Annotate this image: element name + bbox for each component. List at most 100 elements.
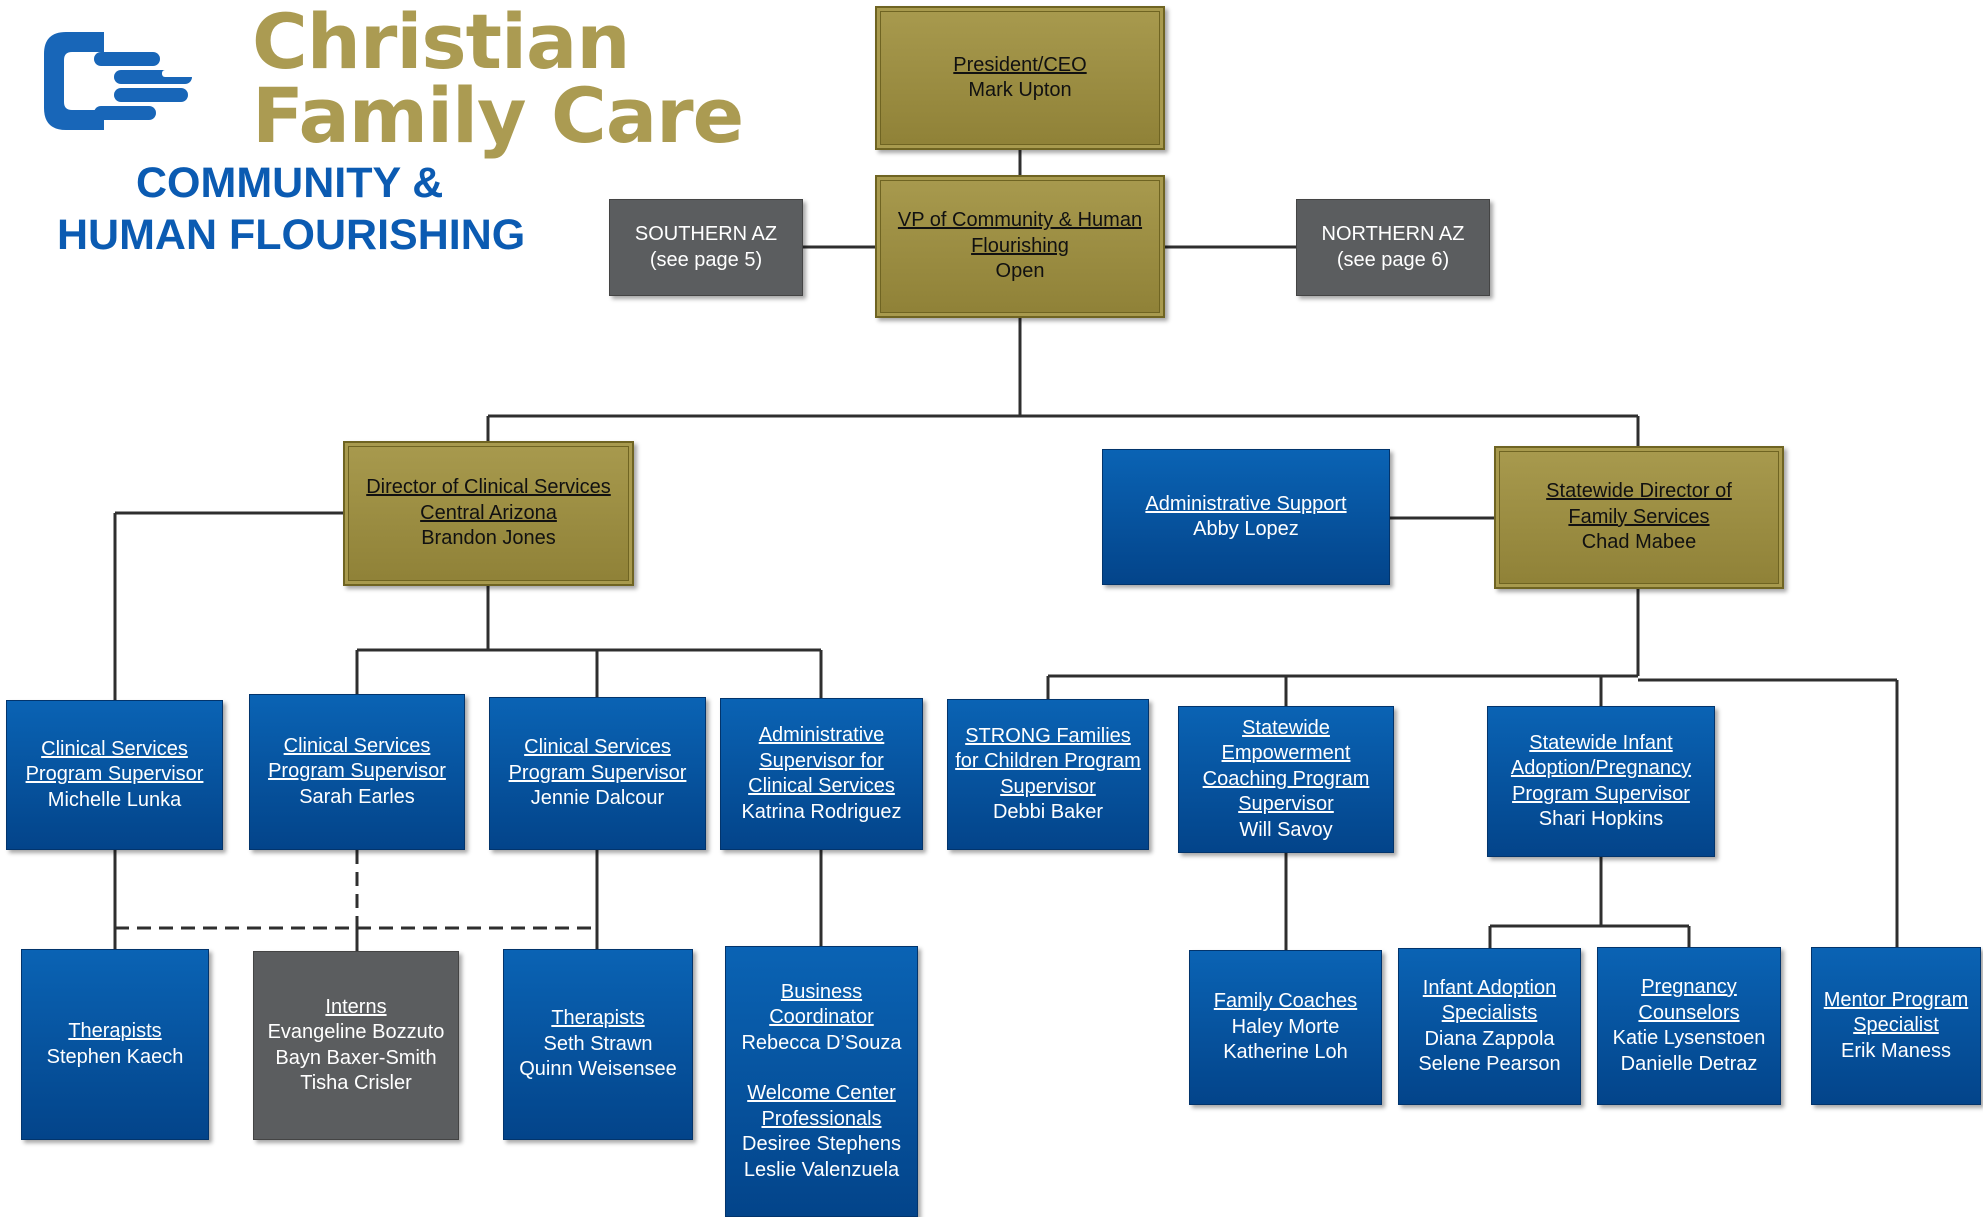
node-person: Katherine Loh xyxy=(1223,1041,1348,1064)
node-person: Haley Morte xyxy=(1231,1015,1340,1038)
node-vp[interactable]: VP of Community & Human Flourishing Open xyxy=(875,175,1165,318)
node-region: SOUTHERN AZ xyxy=(634,223,778,245)
node-role: Welcome Center xyxy=(747,1082,896,1105)
logo-hand-icon xyxy=(44,32,202,130)
node-person: Jennie Dalcour xyxy=(530,787,665,810)
node-person: Desiree Stephens xyxy=(742,1133,901,1156)
node-person: Selene Pearson xyxy=(1418,1053,1561,1075)
node-role: Counselors xyxy=(1638,1001,1740,1024)
node-role: Program Supervisor xyxy=(1512,782,1690,805)
node-region: NORTHERN AZ xyxy=(1321,223,1465,245)
node-role: Director of Clinical Services xyxy=(366,476,611,499)
node-cs-supervisor-michelle[interactable]: Clinical Services Program Supervisor Mic… xyxy=(6,700,223,850)
node-person: Shari Hopkins xyxy=(1538,808,1664,830)
node-role: Coordinator xyxy=(769,1006,874,1029)
node-admin-supervisor[interactable]: Administrative Supervisor for Clinical S… xyxy=(720,698,923,850)
node-business-coordinator[interactable]: Business Coordinator Rebecca D’Souza Wel… xyxy=(725,946,918,1217)
node-role: Supervisor xyxy=(1238,793,1334,816)
node-role: Specialists xyxy=(1441,1002,1538,1024)
node-role: for Children Program xyxy=(955,750,1141,772)
node-person: Michelle Lunka xyxy=(47,788,182,811)
node-person: Sarah Earles xyxy=(299,785,415,808)
node-mentor-specialist[interactable]: Mentor Program Specialist Erik Maness xyxy=(1811,947,1981,1105)
node-person: Mark Upton xyxy=(968,79,1072,101)
node-person: Bayn Baxer-Smith xyxy=(275,1046,437,1069)
node-interns[interactable]: Interns Evangeline Bozzuto Bayn Baxer-Sm… xyxy=(253,951,459,1140)
node-person: Leslie Valenzuela xyxy=(743,1158,900,1181)
node-role: Clinical Services xyxy=(524,736,671,759)
node-role: Program Supervisor xyxy=(268,760,446,783)
node-page-ref: (see page 5) xyxy=(649,248,763,271)
node-person: Will Savoy xyxy=(1239,818,1333,841)
node-cs-supervisor-jennie[interactable]: Clinical Services Program Supervisor Jen… xyxy=(489,697,706,850)
node-role: Coaching Program xyxy=(1202,767,1370,790)
node-role: Flourishing xyxy=(971,234,1069,257)
node-page-ref: (see page 6) xyxy=(1336,248,1450,271)
node-person: Brandon Jones xyxy=(421,527,556,550)
page-title-line1: COMMUNITY & xyxy=(136,159,444,207)
node-infant-supervisor[interactable]: Statewide Infant Adoption/Pregnancy Prog… xyxy=(1487,706,1715,857)
node-northern-az[interactable]: NORTHERN AZ (see page 6) xyxy=(1296,199,1490,296)
node-role: Administrative Support xyxy=(1145,492,1347,515)
node-role: Empowerment xyxy=(1221,742,1351,765)
node-role: Therapists xyxy=(68,1020,162,1042)
node-role: Statewide xyxy=(1242,716,1330,739)
node-person: Open xyxy=(995,260,1045,283)
node-person: Erik Maness xyxy=(1840,1039,1952,1062)
node-director-central[interactable]: Director of Clinical Services Central Ar… xyxy=(343,441,634,586)
node-therapists-strawn[interactable]: Therapists Seth Strawn Quinn Weisensee xyxy=(503,949,693,1140)
node-role: Specialist xyxy=(1853,1014,1939,1037)
node-role: Family Services xyxy=(1568,505,1710,528)
node-role: Pregnancy xyxy=(1641,976,1737,998)
brand-name-line1: Christian xyxy=(252,0,630,86)
node-person: Diana Zappola xyxy=(1424,1027,1555,1050)
node-role: Family Coaches xyxy=(1213,990,1358,1013)
node-person: Rebecca D’Souza xyxy=(741,1031,902,1054)
node-person: Abby Lopez xyxy=(1193,518,1299,540)
node-role: Clinical Services xyxy=(283,734,431,757)
node-southern-az[interactable]: SOUTHERN AZ (see page 5) xyxy=(609,199,803,296)
node-role: Business xyxy=(780,980,863,1003)
node-role: Supervisor for xyxy=(759,749,884,772)
node-role: Infant Adoption xyxy=(1422,976,1557,999)
node-role: Clinical Services xyxy=(748,775,895,797)
node-role: Statewide Infant xyxy=(1529,731,1673,754)
node-role: STRONG Families xyxy=(965,724,1131,747)
node-role: Adoption/Pregnancy xyxy=(1510,757,1692,779)
node-role: Professionals xyxy=(761,1107,882,1130)
node-person: Chad Mabee xyxy=(1581,531,1697,554)
brand-name-line2: Family Care xyxy=(252,71,744,160)
node-person: Seth Strawn xyxy=(543,1032,653,1055)
node-statewide-director[interactable]: Statewide Director of Family Services Ch… xyxy=(1494,446,1784,589)
node-person: Stephen Kaech xyxy=(46,1045,184,1068)
node-admin-support[interactable]: Administrative Support Abby Lopez xyxy=(1102,449,1390,585)
node-empowerment[interactable]: Statewide Empowerment Coaching Program S… xyxy=(1178,706,1394,853)
node-role: Administrative xyxy=(758,724,885,746)
node-role: Interns xyxy=(325,995,387,1018)
node-person: Tisha Crisler xyxy=(300,1072,412,1094)
node-person: Evangeline Bozzuto xyxy=(267,1021,445,1043)
node-role: Clinical Services xyxy=(41,737,188,760)
node-family-coaches[interactable]: Family Coaches Haley Morte Katherine Loh xyxy=(1189,950,1382,1105)
node-role: VP of Community & Human xyxy=(897,209,1143,232)
node-role: Program Supervisor xyxy=(25,763,204,786)
node-role: Program Supervisor xyxy=(508,761,687,784)
page-title-line2: HUMAN FLOURISHING xyxy=(57,211,526,259)
node-role: Statewide Director of xyxy=(1546,480,1732,503)
node-president[interactable]: President/CEO Mark Upton xyxy=(875,6,1165,150)
node-pregnancy-counselors[interactable]: Pregnancy Counselors Katie Lysenstoen Da… xyxy=(1597,947,1781,1105)
node-cs-supervisor-sarah[interactable]: Clinical Services Program Supervisor Sar… xyxy=(249,694,465,850)
node-person: Debbi Baker xyxy=(992,801,1104,823)
node-infant-specialists[interactable]: Infant Adoption Specialists Diana Zappol… xyxy=(1398,948,1581,1105)
node-role: Supervisor xyxy=(1000,775,1096,798)
node-role: Central Arizona xyxy=(420,501,557,524)
node-strong-families[interactable]: STRONG Families for Children Program Sup… xyxy=(947,699,1149,850)
node-person: Katrina Rodriguez xyxy=(741,800,902,823)
node-role: Therapists xyxy=(551,1007,645,1030)
node-person: Katie Lysenstoen xyxy=(1612,1027,1766,1049)
node-therapists-kaech[interactable]: Therapists Stephen Kaech xyxy=(21,949,209,1140)
node-role: Mentor Program xyxy=(1823,988,1969,1011)
node-role: President/CEO xyxy=(953,53,1087,76)
node-person: Danielle Detraz xyxy=(1620,1052,1758,1075)
